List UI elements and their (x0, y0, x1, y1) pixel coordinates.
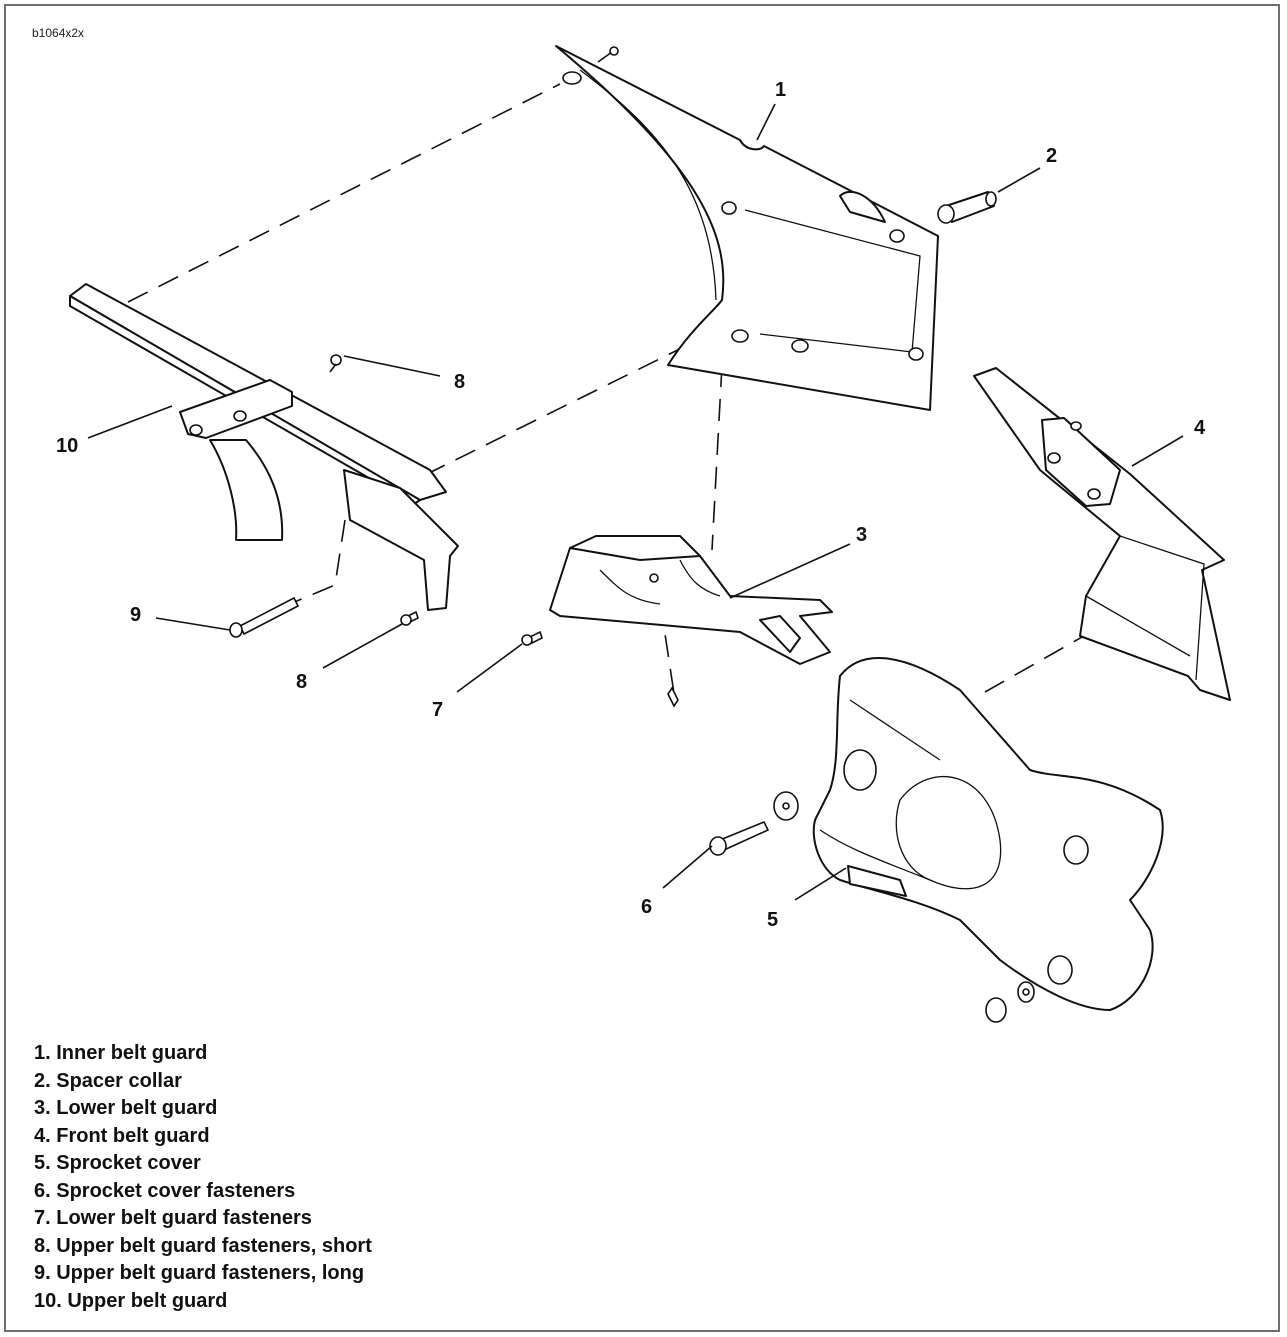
legend-item: 2. Spacer collar (34, 1069, 182, 1092)
callout-2: 2 (1046, 145, 1057, 167)
callout-8-upper: 8 (454, 371, 465, 393)
legend-item: 1. Inner belt guard (34, 1042, 208, 1064)
callout-1: 1 (775, 79, 786, 101)
spacer-collar (937, 191, 997, 224)
legend-item: 3. Lower belt guard (34, 1097, 218, 1119)
callout-labels: 1 2 3 4 5 6 7 8 8 9 10 (56, 79, 1206, 931)
fasteners (229, 354, 1035, 1023)
callout-5: 5 (767, 909, 778, 931)
figure-id: b1064x2x (32, 26, 85, 40)
figure-frame (4, 4, 1280, 1332)
callout-3: 3 (856, 524, 867, 546)
inner-belt-guard (555, 45, 939, 411)
callout-7: 7 (432, 699, 443, 721)
lower-belt-guard (549, 535, 833, 665)
callout-10: 10 (56, 435, 78, 457)
upper-belt-guard (69, 283, 459, 611)
sprocket-cover (812, 656, 1164, 1011)
parts-legend: 1. Inner belt guard 2. Spacer collar 3. … (34, 1040, 372, 1315)
front-belt-guard (973, 367, 1231, 701)
callout-4: 4 (1194, 417, 1206, 439)
legend-item: 5. Sprocket cover (34, 1152, 201, 1174)
legend-item: 8. Upper belt guard fasteners, short (34, 1234, 372, 1257)
callout-9: 9 (130, 604, 141, 626)
legend-item: 7. Lower belt guard fasteners (34, 1207, 312, 1229)
callout-6: 6 (641, 896, 652, 918)
leader-lines (87, 103, 1184, 901)
legend-item: 6. Sprocket cover fasteners (34, 1179, 296, 1202)
legend-item: 10. Upper belt guard (34, 1289, 228, 1312)
legend-item: 4. Front belt guard (34, 1124, 210, 1147)
legend-item: 9. Upper belt guard fasteners, long (34, 1262, 365, 1284)
callout-8-lower: 8 (296, 671, 307, 693)
